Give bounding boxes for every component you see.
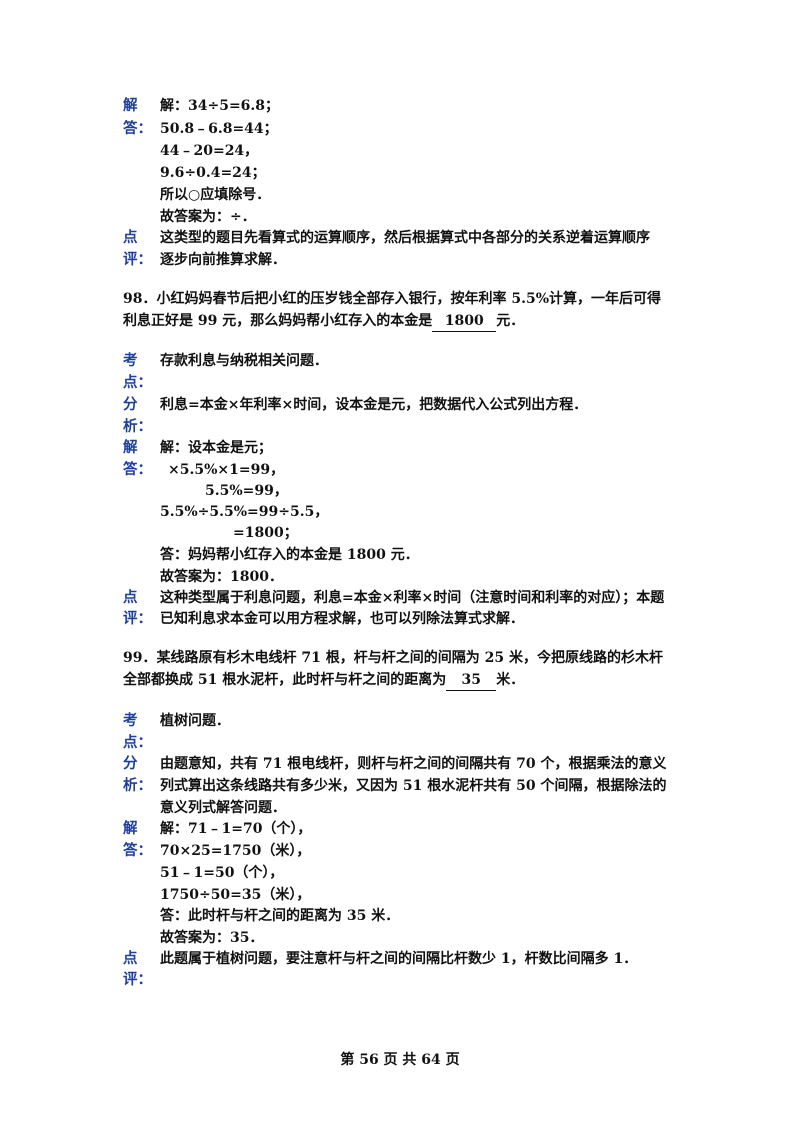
label-jie: 解	[123, 439, 138, 456]
comment-line: 这类型的题目先看算式的运算顺序，然后根据算式中各部分的关系逆着运算顺序	[160, 230, 650, 246]
solution-line: 解：71﹣1=70（个），	[160, 821, 312, 837]
comment-line: 这种类型属于利息问题，利息=本金×利率×时间（注意时间和利率的对应）；本题	[160, 590, 665, 606]
solution-line: 解：设本金是元；	[160, 440, 272, 456]
label-dian: 点：	[123, 374, 152, 391]
solution-line: 1750÷50=35（米），	[160, 887, 311, 903]
label-xi: 析：	[123, 418, 152, 435]
label-kao: 考	[123, 352, 138, 369]
label-jie: 解	[123, 97, 138, 114]
page-footer: 第 56 页 共 64 页	[340, 1052, 460, 1068]
answer-blank: 35	[446, 670, 497, 691]
label-fen: 分	[123, 396, 138, 413]
solution-line: 9.6÷0.4=24；	[160, 165, 266, 181]
topic-text: 植树问题．	[160, 713, 230, 729]
comment-line: 已知利息求本金可以用方程求解，也可以列除法算式求解．	[160, 611, 524, 627]
question-text-part: 米．	[496, 672, 525, 688]
analysis-text: 利息=本金×年利率×时间，设本金是元，把数据代入公式列出方程．	[160, 397, 588, 413]
topic-text: 存款利息与纳税相关问题．	[160, 353, 328, 369]
question-text: 98．小红妈妈春节后把小红的压岁钱全部存入银行，按年利率 5.5%计算，一年后可…	[123, 291, 662, 307]
label-dian: 点：	[123, 734, 152, 751]
solution-line: 故答案为：1800．	[160, 569, 283, 585]
comment-line: 此题属于植树问题，要注意杆与杆之间的间隔比杆数少 1，杆数比间隔多 1．	[160, 951, 638, 967]
label-ping: 评：	[123, 251, 152, 268]
solution-line: =1800；	[233, 525, 298, 541]
solution-line: 答：此时杆与杆之间的距离为 35 米．	[160, 908, 400, 924]
comment-line: 逐步向前推算求解．	[160, 252, 286, 268]
solution-line: 答：妈妈帮小红存入的本金是 1800 元．	[160, 547, 419, 563]
solution-line: ×5.5%×1=99，	[168, 462, 285, 478]
solution-line: 5.5%=99，	[205, 483, 288, 499]
question-text-part: 元．	[496, 313, 525, 329]
analysis-text: 列式算出这条线路共有多少米，又因为 51 根水泥杆共有 50 个间隔，根据除法的	[160, 778, 667, 794]
label-dian: 点	[123, 229, 138, 246]
label-jie: 解	[123, 820, 138, 837]
label-da: 答：	[123, 120, 152, 137]
solution-line: 故答案为：÷．	[160, 209, 256, 225]
label-xi: 析：	[123, 777, 152, 794]
solution-line: 70×25=1750（米），	[160, 843, 311, 859]
label-ping: 评：	[123, 971, 152, 988]
solution-line: 51﹣1=50（个），	[160, 865, 284, 881]
label-da: 答：	[123, 842, 152, 859]
answer-blank: 1800	[432, 311, 497, 332]
solution-line: 50.8﹣6.8=44；	[160, 121, 278, 137]
solution-line: 所以○应填除号．	[160, 187, 271, 203]
label-dian: 点	[123, 589, 138, 606]
solution-line: 44﹣20=24，	[160, 143, 259, 159]
analysis-text: 由题意知，共有 71 根电线杆，则杆与杆之间的间隔共有 70 个，根据乘法的意义	[160, 756, 667, 772]
label-kao: 考	[123, 712, 138, 729]
analysis-text: 意义列式解答问题．	[160, 800, 286, 816]
question-text: 99．某线路原有杉木电线杆 71 根，杆与杆之间的间隔为 25 米，今把原线路的…	[123, 650, 663, 666]
label-da: 答：	[123, 461, 152, 478]
solution-line: 5.5%÷5.5%=99÷5.5，	[160, 504, 329, 520]
solution-line: 故答案为：35．	[160, 930, 264, 946]
question-text-part: 全部都换成 51 根水泥杆，此时杆与杆之间的距离为	[123, 672, 447, 688]
label-ping: 评：	[123, 610, 152, 627]
solution-line: 解：34÷5=6.8；	[160, 98, 280, 114]
label-fen: 分	[123, 755, 138, 772]
label-dian: 点	[123, 950, 138, 967]
question-text-part: 利息正好是 99 元，那么妈妈帮小红存入的本金是	[123, 313, 433, 329]
